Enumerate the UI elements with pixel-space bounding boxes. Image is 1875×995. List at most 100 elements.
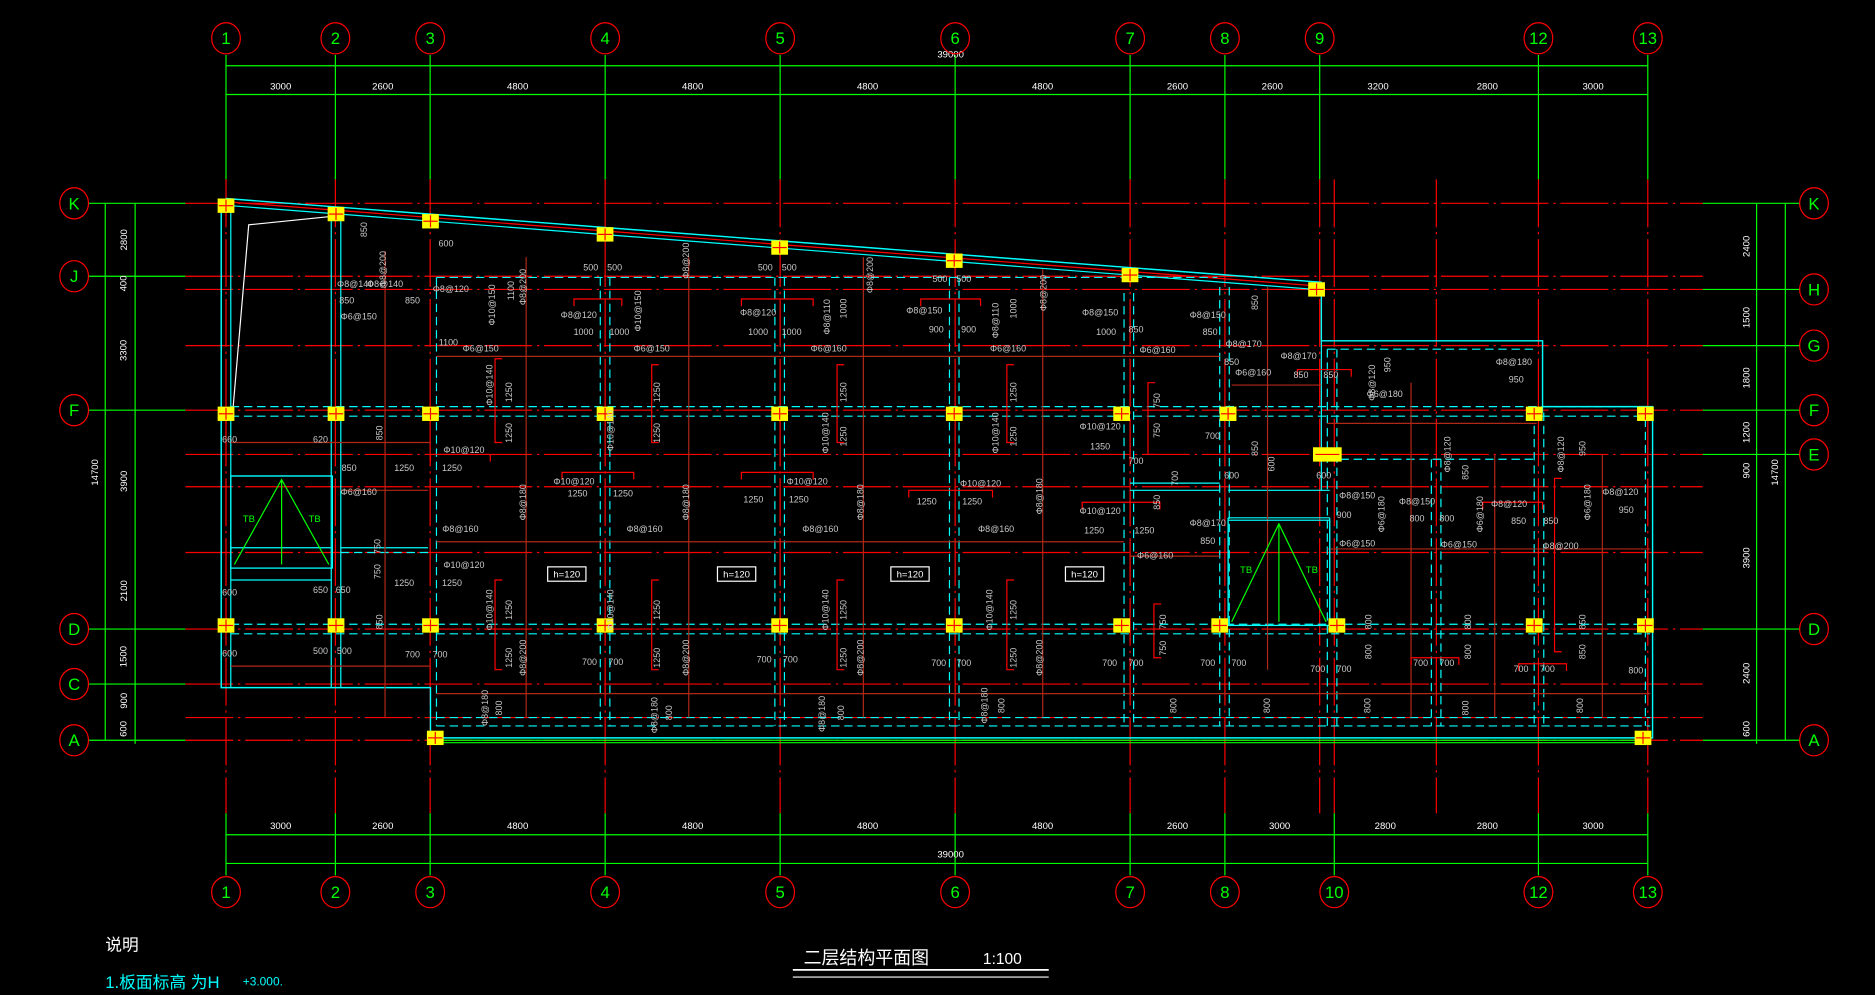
rebar-label: Φ10@140 <box>821 412 831 453</box>
rebar-label: 850 <box>375 425 385 440</box>
rebar-label: 850 <box>1323 370 1338 380</box>
slab-thickness-label: h=120 <box>723 570 750 581</box>
notes-heading: 说明 <box>105 936 138 955</box>
rebar-label: 1250 <box>743 494 763 504</box>
axis-right-G-label: G <box>1807 337 1820 356</box>
axis-left-F-label: F <box>69 401 79 420</box>
dimension-text: 3000 <box>1582 821 1603 832</box>
rebar-label: 850 <box>1250 295 1260 310</box>
rebar-label: Φ10@140 <box>485 365 495 406</box>
rebar-label: 1250 <box>789 494 809 504</box>
axis-top-1-bubble <box>211 22 241 55</box>
edge-line <box>232 215 332 407</box>
rebar-label: 600 <box>222 649 237 659</box>
rebar-label: 1250 <box>1008 648 1018 668</box>
rebar-label: Φ8@200 <box>681 243 691 279</box>
axis-bottom-5-bubble <box>765 876 796 909</box>
rebar-label: 1250 <box>839 382 849 402</box>
rebar-label: 1000 <box>1008 299 1018 319</box>
rebar-label: 700 <box>783 655 798 665</box>
axis-bottom-2-label: 2 <box>331 883 340 902</box>
dimension-total: 14700 <box>1770 459 1781 486</box>
dimension-text: 4800 <box>682 82 703 93</box>
rebar-label: 1250 <box>917 497 937 507</box>
dimension-text: 2600 <box>372 821 393 832</box>
rebar-label: 900 <box>961 324 976 334</box>
axis-right-H-label: H <box>1808 280 1820 299</box>
rebar-label: Φ10@120 <box>443 445 484 455</box>
dimension-text: 2600 <box>372 82 393 93</box>
rebar-label: 660 <box>222 434 237 444</box>
rebar-label: Φ8@120 <box>740 308 776 318</box>
stair-opening <box>1227 519 1331 627</box>
drawing-title-block: 二层结构平面图 1:100 <box>792 948 1049 978</box>
dimension-text: 3200 <box>1367 82 1388 93</box>
axis-top-9-bubble <box>1304 22 1335 55</box>
rebar-label: 1000 <box>748 327 768 337</box>
axis-bottom-4-bubble <box>590 876 621 909</box>
rebar-label: Φ8@150 <box>1190 310 1226 320</box>
support-rebar <box>1153 603 1162 659</box>
axis-right-K-label: K <box>1808 194 1819 213</box>
drawing-scale: 1:100 <box>983 951 1022 968</box>
rebar-label: 1250 <box>1008 427 1018 447</box>
notes: 说明 1.板面标高 为H +3.000. <box>105 936 283 992</box>
axis-right-D-label: D <box>1808 620 1820 639</box>
rebar-label: Φ8@200 <box>855 640 865 676</box>
slab-thickness-label: h=120 <box>553 570 580 581</box>
rebar-label: 850 <box>1200 536 1215 546</box>
rebar-label: 850 <box>1129 324 1144 334</box>
axis-top-3-bubble <box>415 22 446 55</box>
dimension-text: 3000 <box>270 82 291 93</box>
rebar-label: Φ8@180 <box>855 484 865 520</box>
axis-left-F-bubble <box>59 394 90 427</box>
rebar-label: Φ8@180 <box>1035 478 1045 514</box>
rebar-label: Φ8@120 <box>1602 487 1638 497</box>
axis-left-C-bubble <box>59 667 90 701</box>
slab-thickness-box <box>1064 566 1105 582</box>
axis-right-F-bubble <box>1799 394 1829 427</box>
axis-top-2-bubble <box>320 22 351 55</box>
rebar-label: Φ6@150 <box>463 344 499 354</box>
rebar-label: 850 <box>1578 644 1588 659</box>
rebar-label: 750 <box>1152 393 1162 408</box>
rebar-label: 950 <box>1619 505 1634 515</box>
rebar-label: 500 <box>337 646 352 656</box>
rebar-label: 950 <box>1383 357 1393 372</box>
rebar-label: 600 <box>222 588 237 598</box>
support-rebar <box>740 471 814 480</box>
rebar-label: Φ6@150 <box>1339 539 1375 549</box>
dimension-text: 600 <box>119 721 130 737</box>
rebar-label: Φ8@180 <box>480 690 490 726</box>
rebar-label: 700 <box>1102 658 1117 668</box>
rebar-label: 800 <box>1362 698 1372 713</box>
rebar-label: Φ8@150 <box>1339 491 1375 501</box>
dimension-text: 4800 <box>507 82 528 93</box>
dimension-total: 39000 <box>937 49 964 60</box>
axis-right-E-bubble <box>1799 438 1829 471</box>
rebar-label: 900 <box>929 324 944 334</box>
rebar-label: Φ8@200 <box>681 640 691 676</box>
axis-top-7-bubble <box>1115 22 1146 55</box>
rebar-label: Φ8@150 <box>1082 308 1118 318</box>
rebar-label: 850 <box>1294 370 1309 380</box>
rebar-label: 1000 <box>839 299 849 319</box>
slab-thickness-label: h=120 <box>1071 570 1098 581</box>
support-rebar <box>740 298 814 307</box>
dimension-text: 3000 <box>270 821 291 832</box>
dimension-text: 1800 <box>1741 367 1752 388</box>
rebar-label: Φ8@160 <box>626 524 662 534</box>
rebar-label: 700 <box>1205 431 1220 441</box>
rebar-label: Φ10@120 <box>553 476 594 486</box>
drawing-title: 二层结构平面图 <box>804 948 929 968</box>
support-rebar <box>651 579 659 671</box>
axis-left-D-bubble <box>59 612 90 646</box>
rebar-label: 1250 <box>504 423 514 443</box>
axis-bottom-8-label: 8 <box>1220 883 1229 902</box>
axis-bottom-12-bubble <box>1523 876 1554 909</box>
rebar-label: Φ8@170 <box>1226 339 1262 349</box>
dimension-text: 4800 <box>507 821 528 832</box>
slab-thickness-label: h=120 <box>897 570 924 581</box>
axis-bottom-6-label: 6 <box>950 883 959 902</box>
